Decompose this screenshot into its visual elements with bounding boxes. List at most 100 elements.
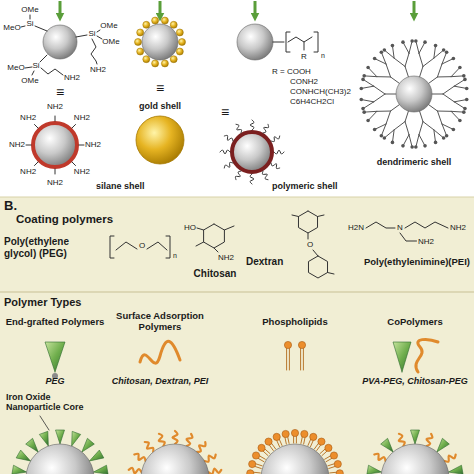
bond [97, 30, 100, 32]
polymer-chain [274, 150, 284, 154]
substituent-list: C6H4CH2Cl [290, 97, 334, 106]
lipid-head [273, 433, 280, 440]
bond [97, 36, 102, 39]
dendron-end [401, 144, 405, 148]
section-heading: Coating polymers [16, 213, 113, 226]
lipid-head [249, 460, 256, 467]
dendron [386, 64, 391, 77]
dendron [381, 52, 386, 64]
dendron [416, 135, 419, 147]
backbone [400, 233, 417, 241]
dendron-end [391, 44, 395, 48]
dendron-end [463, 107, 467, 111]
pointer-arrow [413, 1, 416, 17]
nanoparticle-core [142, 24, 178, 60]
polymer-chain [399, 434, 405, 446]
nanoparticle-core [43, 25, 77, 59]
polymer-chain [250, 120, 254, 130]
shell-label: dendrimeric shell [377, 157, 452, 167]
shell-label: gold shell [139, 101, 181, 111]
alkyl-chain [91, 39, 97, 64]
dendron [454, 100, 466, 102]
pointer-arrow [59, 1, 62, 17]
polymer-chain [224, 162, 233, 168]
amine-stub [55, 169, 56, 174]
peg-cone [12, 465, 27, 474]
gold-seed [176, 48, 183, 55]
polymer-chain [271, 163, 280, 169]
atom-label: NH2 [74, 167, 90, 176]
substituent-list: CONH2 [290, 77, 318, 86]
lipid-head [298, 341, 305, 348]
lipid-tail [285, 437, 286, 444]
lipid-tail [311, 440, 314, 446]
atom-label: NH2 [47, 178, 63, 187]
dendron-end [434, 141, 438, 145]
peg-cone [56, 430, 65, 444]
iron-oxide-core [26, 444, 94, 474]
shell-label: polymeric shell [272, 181, 338, 191]
polymer-shell-particle [232, 132, 272, 172]
bond [214, 248, 218, 252]
dendron-end [445, 50, 449, 54]
lipid-tail [259, 456, 265, 460]
dendron [429, 77, 438, 83]
polymer-chain [250, 174, 254, 184]
atom-label: MeO [7, 63, 24, 72]
peg-cone [381, 438, 393, 452]
dendron-end [373, 57, 377, 61]
lipid-tail [255, 464, 262, 466]
dendron [434, 46, 436, 59]
dendron [442, 59, 453, 64]
lipid-tail [277, 440, 280, 446]
peg-cone [82, 438, 94, 452]
lipid-tail [317, 445, 321, 451]
atom-label: R [301, 52, 307, 61]
polymer-chain [134, 454, 145, 461]
dendron-end [380, 50, 384, 54]
nanoparticle-core [237, 24, 273, 60]
lipid-tail [255, 466, 262, 468]
dendron-end [414, 145, 418, 149]
section-heading: Polymer Types [4, 296, 81, 309]
dendron [419, 122, 423, 135]
lipid-tail [326, 458, 332, 462]
type-heading: CoPolymers [365, 317, 465, 328]
dendron [420, 66, 423, 76]
dendron [377, 76, 391, 77]
lipid-tail [308, 439, 311, 445]
dendron [364, 111, 377, 113]
dendron-end [458, 66, 462, 70]
dendron [419, 135, 425, 146]
bond [76, 35, 87, 37]
dendron [374, 94, 385, 102]
example-label: Chitosan, Dextran, PEI [112, 376, 209, 386]
polymer-chain [197, 442, 206, 452]
atom-label: Si [32, 61, 39, 70]
polymer-name: Poly(ethylenimine)(PEI) [364, 257, 470, 268]
peg-cone [72, 431, 81, 446]
adsorbed-polymer [140, 341, 180, 363]
dendron-end [366, 66, 370, 70]
bond [30, 15, 31, 19]
lipid-head [258, 444, 265, 451]
dendron-end [362, 110, 366, 114]
dendron [437, 111, 442, 124]
amine-stub [72, 162, 76, 166]
atom-label: n [173, 252, 177, 260]
dendron [429, 105, 438, 111]
polymer-chain [374, 454, 385, 461]
lipid-head [291, 429, 298, 436]
backbone [116, 242, 137, 250]
dendron-end [362, 74, 366, 78]
atom-label: H2N [348, 223, 364, 232]
example-label: PEG [45, 376, 64, 386]
peg-cone [39, 431, 48, 446]
dendron [392, 46, 394, 59]
bracket [110, 236, 114, 258]
gold-seed [170, 56, 177, 63]
lipid-tail [301, 437, 302, 444]
lipid-head [310, 433, 317, 440]
gold-seed [152, 17, 159, 24]
dendron-end [401, 40, 405, 44]
